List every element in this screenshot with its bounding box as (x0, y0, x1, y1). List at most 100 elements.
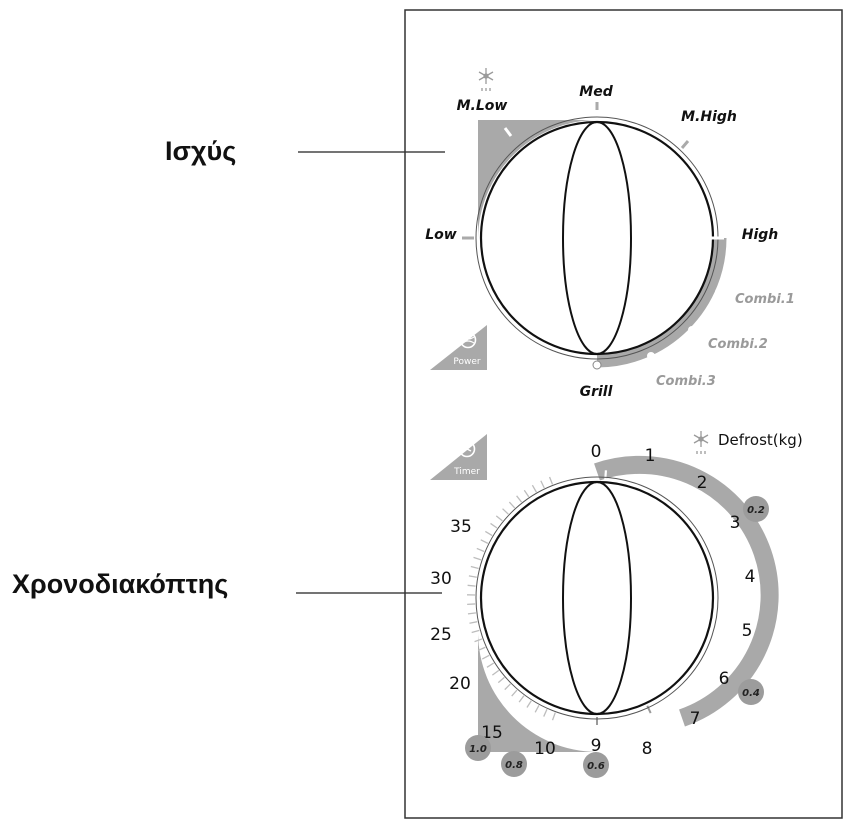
timer-scale-fine-tick (518, 695, 525, 703)
label-grill: Grill (580, 384, 613, 400)
timer-num-15: 15 (481, 723, 503, 743)
defrost-snowflake-icon (693, 431, 709, 454)
timer-num-2: 2 (697, 473, 708, 493)
defrost-label: Defrost(kg) (718, 431, 803, 449)
timer-num-9: 9 (591, 736, 602, 756)
svg-text:0.8: 0.8 (505, 760, 523, 771)
timer-scale-fine-tick (471, 629, 480, 634)
label-m-low: M.Low (457, 98, 508, 114)
timer-scale-notch (638, 478, 644, 489)
timer-num-0: 0 (591, 442, 602, 462)
timer-scale-fine-tick (480, 539, 489, 544)
timer-scale-mark (646, 705, 652, 714)
fan-icon (459, 331, 477, 349)
timer-num-3: 3 (730, 513, 741, 533)
timer-num-1: 1 (645, 446, 656, 466)
timer-num-8: 8 (642, 739, 653, 759)
timer-scale-fine-tick (467, 584, 476, 587)
timer-scale-notch (710, 629, 721, 635)
clock-icon (458, 440, 476, 458)
timer-scale-fine-tick (485, 530, 493, 537)
dot-combi3 (647, 352, 655, 360)
power-knob[interactable] (479, 120, 715, 356)
label-high: High (742, 227, 779, 243)
timer-badge-label: Timer (453, 467, 480, 477)
power-badge: Power (430, 325, 487, 370)
timer-scale-fine-tick (467, 612, 476, 615)
dot-combi1 (715, 288, 723, 296)
label-combi1: Combi.1 (735, 292, 795, 307)
power-callout-label: Ισχύς (165, 136, 236, 166)
timer-scale-fine-tick (551, 712, 556, 721)
timer-scale-fine-tick (548, 476, 554, 485)
timer-scale-notch (693, 523, 703, 532)
timer-num-4: 4 (745, 567, 756, 587)
timer-dial-wedge (478, 632, 597, 752)
svg-text:0.2: 0.2 (747, 505, 765, 516)
timer-scale-fine-tick (495, 515, 503, 522)
timer-scale-fine-tick (523, 489, 530, 498)
timer-scale-fine-tick (543, 709, 548, 717)
timer-scale-fine-tick (474, 638, 483, 643)
label-m-high: M.High (681, 109, 737, 125)
control-panel-frame (404, 9, 843, 819)
defrost-weight-0-2: 0.2 (743, 496, 769, 522)
defrost-weight-0-6: 0.6 (583, 752, 609, 778)
timer-num-7: 7 (690, 709, 701, 729)
defrost-weight-0-8: 0.8 (501, 751, 527, 777)
label-combi3: Combi.3 (656, 374, 716, 389)
svg-text:0.6: 0.6 (587, 761, 605, 772)
defrost-weight-1-0: 1.0 (465, 735, 491, 761)
label-combi2: Combi.2 (708, 337, 768, 352)
timer-callout-label: Χρονοδιακόπτης (12, 569, 228, 599)
defrost-weight-0-4: 0.4 (738, 679, 764, 705)
timer-scale-fine-tick (534, 705, 540, 713)
timer-scale-notch (672, 687, 681, 697)
timer-num-25: 25 (430, 625, 452, 645)
timer-scale-fine-tick (469, 621, 478, 624)
timer-scale-fine-tick (531, 484, 537, 493)
timer-scale-fine-tick (468, 575, 477, 578)
timer-scale-notch (668, 496, 677, 506)
timer-scale-fine-tick (490, 522, 498, 529)
timer-scale-fine-tick (540, 480, 545, 489)
timer-scale-fine-tick (476, 547, 485, 553)
timer-num-5: 5 (742, 621, 753, 641)
timer-badge: Timer (430, 434, 487, 480)
timer-scale-fine-tick (511, 689, 518, 697)
timer-dial-arc (594, 455, 779, 727)
timer-scale-notch (708, 557, 720, 563)
timer-scale-fine-tick (502, 508, 509, 515)
timer-scale-ticks (467, 470, 725, 725)
timer-num-30: 30 (430, 569, 452, 589)
timer-scale-fine-tick (473, 556, 482, 561)
power-dial[interactable]: Med M.Low M.High Low High Combi.1 Combi.… (425, 68, 795, 400)
power-badge-label: Power (453, 357, 481, 367)
timer-num-35: 35 (450, 517, 472, 537)
timer-dial-rim (475, 476, 719, 720)
timer-scale-notch (604, 470, 608, 481)
timer-scale-fine-tick (526, 700, 532, 708)
timer-scale-fine-tick (481, 654, 490, 660)
power-knob-grip (562, 121, 632, 355)
timer-knob[interactable] (479, 480, 715, 716)
timer-num-10: 10 (534, 739, 556, 759)
timer-scale-fine-tick (504, 683, 511, 691)
tick-m-low (503, 127, 513, 137)
timer-num-6: 6 (719, 669, 730, 689)
tick-m-high (680, 140, 690, 149)
timer-scale-fine-tick (477, 646, 486, 652)
timer-scale-fine-tick (470, 565, 479, 570)
svg-text:0.4: 0.4 (742, 688, 760, 699)
timer-scale-fine-tick (486, 662, 495, 668)
timer-scale-fine-tick (516, 495, 523, 503)
timer-dial[interactable]: 0 1 2 3 4 5 6 7 8 9 10 15 20 25 30 35 De… (430, 431, 803, 778)
timer-scale-fine-tick (508, 501, 516, 509)
dot-combi2 (688, 326, 696, 334)
snowflake-icon (478, 68, 494, 91)
timer-scale-notch (695, 661, 705, 669)
timer-scale-fine-tick (491, 669, 500, 676)
timer-num-20: 20 (449, 674, 471, 694)
timer-knob-grip (562, 481, 632, 715)
